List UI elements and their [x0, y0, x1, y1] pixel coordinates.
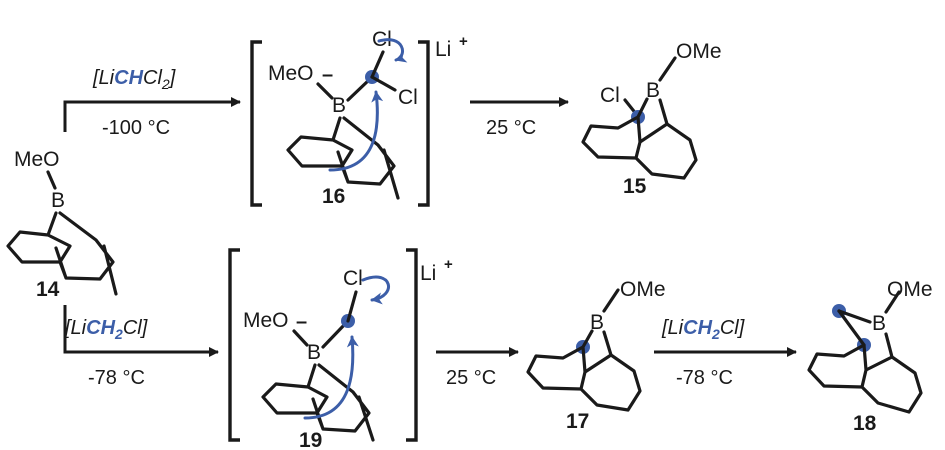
- atom-b: B: [307, 341, 321, 364]
- charge-minus: –: [322, 64, 333, 86]
- reagent-bottom: [LiCH2Cl]: [64, 317, 148, 342]
- bond-b-c: [346, 77, 372, 102]
- counterion-li: Li: [435, 38, 451, 61]
- temp-top: -100 °C: [102, 117, 170, 139]
- curly-arrow-migration: [303, 335, 359, 420]
- bracket-left-19: [228, 248, 240, 442]
- counterion-plus: +: [444, 256, 453, 273]
- bond-c-c: [837, 309, 866, 347]
- bond-c-cl2: [370, 75, 397, 92]
- curly-arrow-migration: [328, 90, 384, 172]
- atom-meo: MeO: [14, 148, 60, 171]
- intermediate-19: Li + MeO – B Cl 19: [228, 248, 453, 450]
- bond-b-o: [602, 288, 620, 313]
- label-19: 19: [299, 429, 322, 450]
- bond-c-cl1: [370, 50, 385, 79]
- label-14: 14: [36, 278, 60, 301]
- atom-cl: Cl: [600, 84, 620, 107]
- bracket-right-16: [418, 40, 430, 207]
- warm-top: 25 °C: [486, 117, 536, 139]
- warm-bottom: 25 °C: [446, 367, 496, 389]
- intermediate-16: Li + MeO – B Cl Cl 16: [250, 28, 468, 208]
- compound-17: B OMe 17: [526, 278, 666, 433]
- skeleton-bicycle: [261, 363, 375, 442]
- atom-b: B: [590, 311, 604, 334]
- atom-ome: OMe: [676, 40, 722, 63]
- bond-b-c: [321, 321, 348, 349]
- label-16: 16: [322, 185, 345, 208]
- atom-b: B: [51, 189, 65, 212]
- skeleton-bicycle: [526, 329, 642, 412]
- arrow-to-19: [63, 305, 219, 357]
- compound-14: MeO B 14: [6, 148, 118, 301]
- atom-b: B: [646, 79, 660, 102]
- atom-ome: OMe: [620, 278, 666, 301]
- atom-meo: MeO: [243, 309, 289, 332]
- counterion-plus: +: [459, 33, 468, 50]
- atom-b: B: [332, 94, 346, 117]
- bond-o-b: [292, 329, 309, 347]
- bond-c-cl: [346, 290, 358, 323]
- bond-b-o: [884, 290, 901, 314]
- charge-minus: –: [296, 311, 307, 333]
- skeleton-bicycle: [6, 211, 118, 296]
- curly-arrow-cl-leave: [361, 275, 390, 305]
- skeleton-bicycle: [581, 97, 698, 180]
- label-17: 17: [566, 410, 589, 433]
- bracket-right-19: [406, 248, 418, 442]
- atom-cl: Cl: [343, 267, 363, 290]
- temp-bottom: -78 °C: [88, 367, 145, 389]
- bracket-left-16: [250, 40, 262, 207]
- bond-b-o: [658, 56, 677, 82]
- reagent-top: [LiCHCl2]: [92, 67, 176, 92]
- atom-ome: OMe: [887, 278, 933, 301]
- skeleton-bicycle: [807, 332, 923, 414]
- compound-18: B OMe 18: [807, 278, 933, 435]
- atom-cl-right: Cl: [398, 86, 418, 109]
- bond-c-b: [837, 309, 872, 324]
- bond-o-b: [316, 82, 334, 100]
- label-15: 15: [623, 175, 647, 198]
- atom-meo: MeO: [268, 62, 314, 85]
- temp-final: -78 °C: [676, 367, 733, 389]
- reagent-final: [LiCH2Cl]: [661, 317, 745, 342]
- label-18: 18: [853, 412, 877, 435]
- counterion-li: Li: [420, 262, 436, 285]
- arrow-to-16: [63, 97, 241, 132]
- atom-b: B: [872, 312, 886, 335]
- compound-15: Cl B OMe 15: [581, 40, 722, 198]
- bond-o-b: [46, 170, 57, 190]
- skeleton-bicycle: [286, 116, 400, 200]
- curly-arrow-cl-leave: [377, 38, 408, 63]
